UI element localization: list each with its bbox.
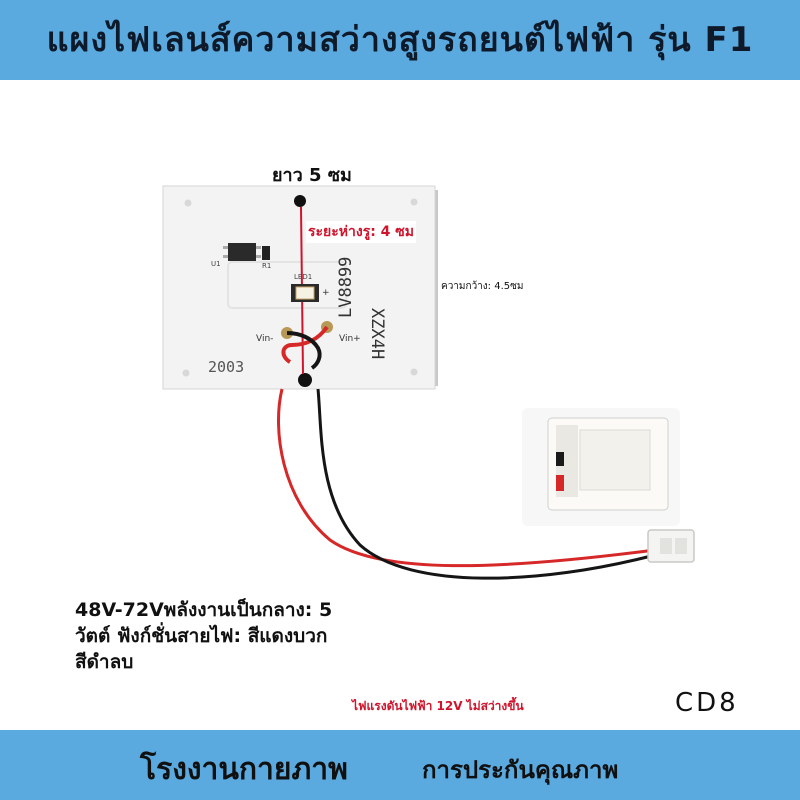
closeup-black-wire-stub [556, 452, 564, 466]
silk-vin-minus: Vin- [256, 334, 273, 344]
silk-batch: XZX4H [367, 308, 387, 359]
silk-part-number: LV8899 [336, 257, 356, 318]
footer-banner [0, 730, 800, 800]
silk-code: 2003 [208, 358, 244, 376]
wire-red-loop [281, 325, 329, 364]
wire-black-loop [286, 331, 322, 370]
mount-hole-top [294, 195, 306, 207]
quality-guarantee-label: การประกันคุณภาพ [422, 756, 619, 784]
wire-red [277, 388, 656, 568]
corner-hole [410, 368, 418, 376]
led-emitter [295, 286, 315, 300]
connector-slot [675, 538, 687, 554]
corner-hole [184, 199, 192, 207]
u1-pad [256, 246, 261, 249]
corner-hole [182, 369, 190, 377]
corner-hole [410, 198, 418, 206]
factory-label: โรงงานกายภาพ [140, 752, 348, 787]
silk-vin-plus: Vin+ [339, 334, 361, 344]
hole-spacing-label: ระยะห่างรู: 4 ซม [306, 221, 417, 243]
length-label: ยาว 5 ซม [272, 165, 352, 186]
trace-outline [227, 261, 347, 309]
voltage-warning: ไฟแรงดันไฟฟ้า 12V ไม่สว่างขึ้น [352, 699, 524, 713]
silk-plus: + [322, 288, 330, 298]
closeup-red-wire-stub [556, 475, 564, 491]
model-code: CD8 [675, 688, 739, 718]
r1-resistor [262, 246, 270, 260]
page-title: แผงไฟเลนส์ความสว่างสูงรถยนต์ไฟฟ้า รุ่น F… [46, 20, 754, 60]
silk-r1: R1 [262, 262, 271, 270]
u1-chip [228, 243, 256, 261]
connector-slot [660, 538, 672, 554]
u1-pad [223, 255, 228, 258]
closeup-latch [579, 429, 651, 491]
spec-text: 48V-72Vพลังงานเป็นกลาง: 5 วัตต์ ฟังก์ชั่… [75, 599, 333, 673]
u1-pad [223, 246, 228, 249]
wire-black [316, 388, 656, 580]
silk-led1: LED1 [294, 273, 312, 281]
mount-hole-bottom [298, 373, 312, 387]
width-label: ความกว้าง: 4.5ซม [441, 281, 524, 292]
header-banner [0, 0, 800, 80]
silk-u1: U1 [211, 260, 221, 268]
u1-pad [256, 255, 261, 258]
